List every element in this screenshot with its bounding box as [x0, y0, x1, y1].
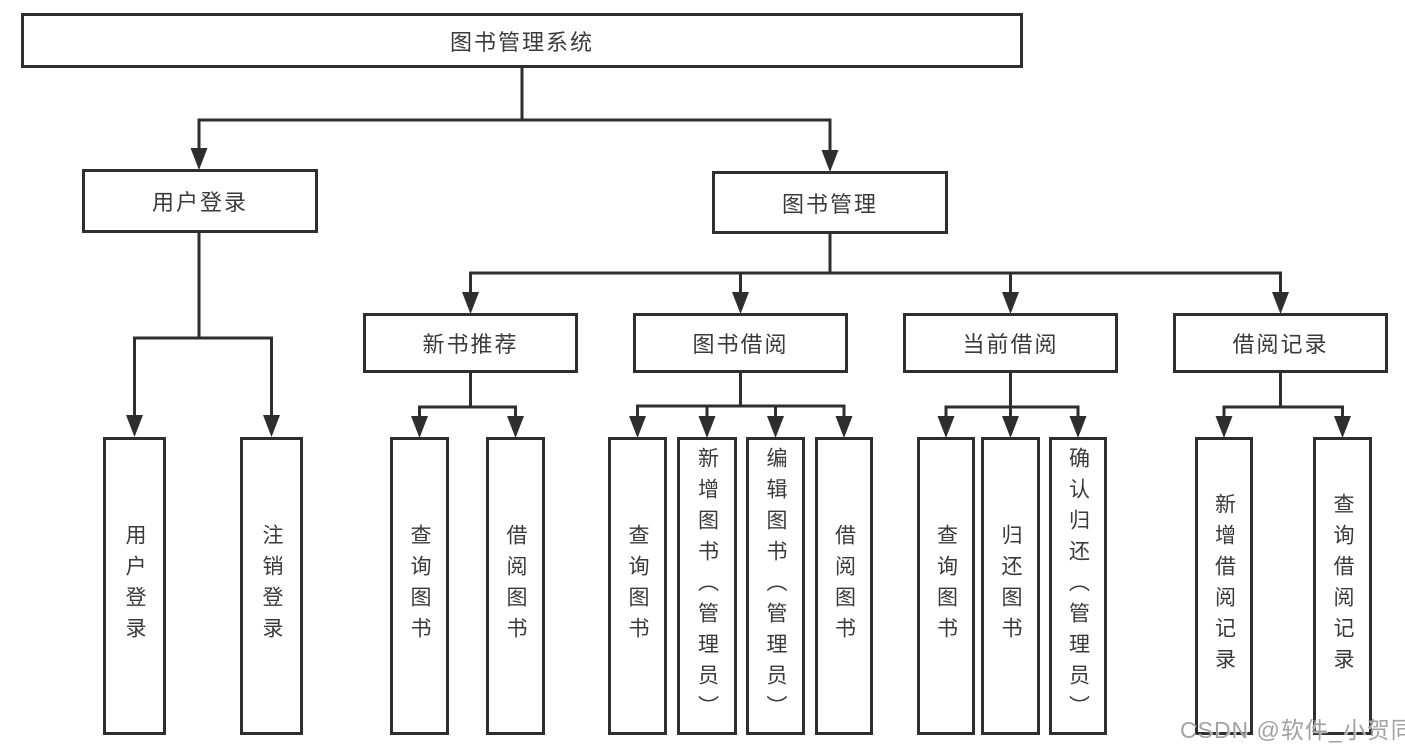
leaf-logout: 注销登录 [240, 437, 303, 735]
leaf-confirm-return-admin: 确认归还（管理员） [1049, 437, 1107, 735]
node-label: 用户登录 [151, 190, 248, 215]
node-book-borrow: 图书借阅 [633, 313, 848, 373]
leaf-label: 查询借阅记录 [1331, 493, 1354, 679]
node-label: 图书管理 [781, 191, 878, 217]
node-user-login: 用户登录 [82, 169, 318, 233]
node-current-borrow: 当前借阅 [903, 313, 1118, 373]
leaf-label: 注销登录 [260, 524, 283, 648]
arrowheads [126, 148, 1351, 438]
leaf-query-borrow-record: 查询借阅记录 [1313, 437, 1372, 735]
leaf-borrow-books: 借阅图书 [815, 437, 873, 735]
leaf-label: 用户登录 [123, 524, 146, 648]
connector-paths [133, 68, 1344, 422]
leaf-label: 归还图书 [999, 524, 1022, 648]
leaf-query-books-current: 查询图书 [917, 437, 975, 735]
leaf-label: 查询图书 [408, 524, 431, 648]
csdn-watermark: CSDN @软件_小贺同学 [1180, 717, 1405, 743]
leaf-label: 确认归还（管理员） [1066, 446, 1090, 726]
leaf-label: 新增借阅记录 [1212, 493, 1236, 679]
leaf-user-login: 用户登录 [103, 437, 166, 735]
node-label: 新书推荐 [422, 332, 519, 357]
node-book-management: 图书管理 [712, 171, 948, 234]
node-label: 图书管理系统 [449, 29, 594, 55]
node-label: 借阅记录 [1232, 332, 1329, 357]
leaf-add-books-admin: 新增图书（管理员） [677, 437, 737, 735]
leaf-edit-books-admin: 编辑图书（管理员） [746, 437, 805, 735]
node-label: 图书借阅 [692, 332, 789, 357]
leaf-add-borrow-record: 新增借阅记录 [1195, 437, 1253, 735]
node-borrow-records: 借阅记录 [1173, 313, 1388, 373]
leaf-label: 查询图书 [934, 524, 958, 648]
node-library-management-system: 图书管理系统 [21, 13, 1023, 68]
leaf-return-books: 归还图书 [981, 437, 1040, 735]
node-new-book-recommend: 新书推荐 [363, 313, 578, 373]
leaf-label: 编辑图书（管理员） [764, 446, 787, 726]
leaf-query-books-recommend: 查询图书 [390, 437, 449, 735]
leaf-label: 借阅图书 [504, 524, 527, 648]
leaf-label: 查询图书 [626, 524, 649, 648]
leaf-query-books: 查询图书 [608, 437, 667, 735]
node-label: 当前借阅 [962, 332, 1059, 357]
leaf-borrow-books-recommend: 借阅图书 [486, 437, 545, 735]
leaf-label: 新增图书（管理员） [695, 446, 719, 726]
leaf-label: 借阅图书 [832, 524, 856, 648]
